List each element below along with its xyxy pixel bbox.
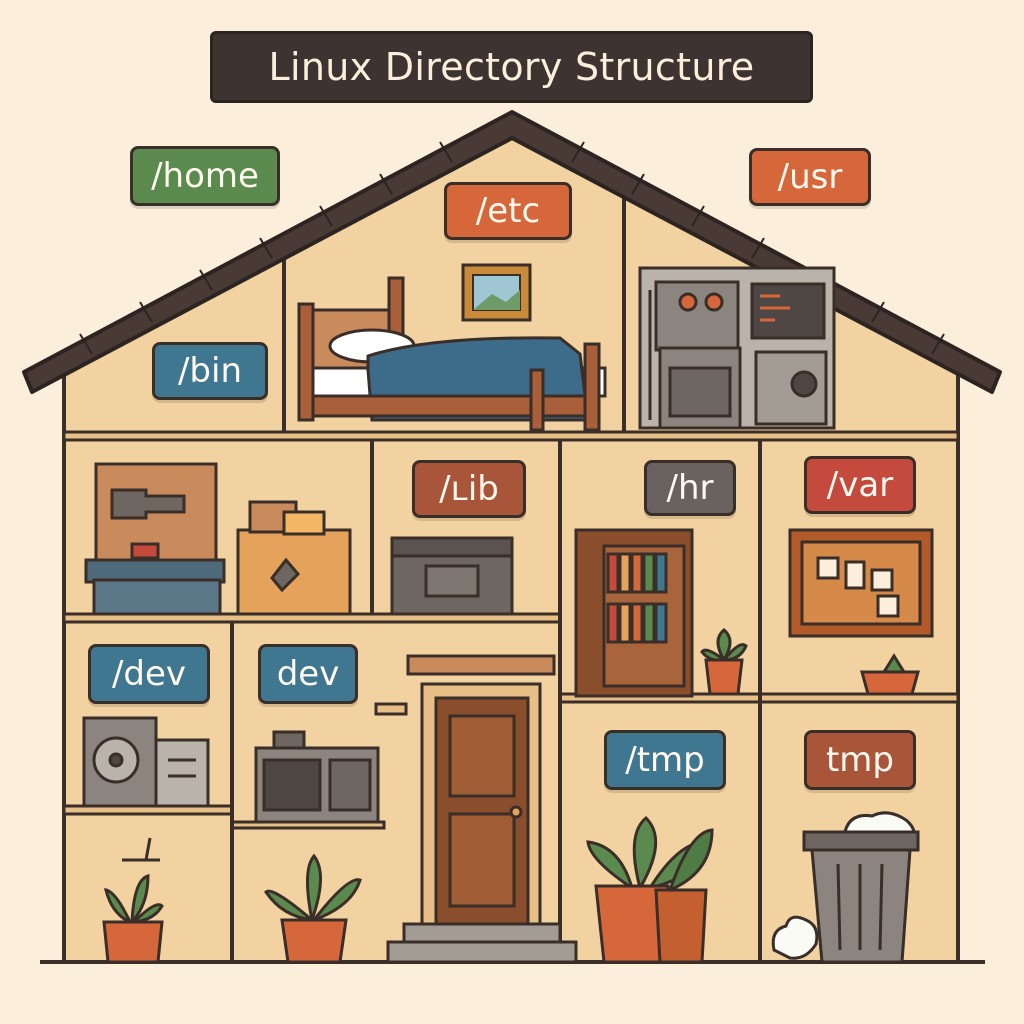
wall-marks [122,702,408,862]
label-dev: dev [258,644,358,704]
printer-device-icon [254,730,380,824]
label-lib: /ʟib [412,460,526,518]
large-plant-icon [586,815,714,964]
hard-drive-icon [82,716,210,808]
small-plant-icon [700,628,748,696]
bookshelf-icon [574,528,694,698]
server-machine-icon [638,266,836,430]
diagram-title: Linux Directory Structure [210,31,813,103]
label-var: /var [804,456,916,514]
label-dev-slash: /dev [88,644,210,704]
potted-plant-icon [264,853,362,964]
bowl-icon [860,653,920,696]
trash-can-icon [771,811,920,964]
label-etc: /etc [444,182,572,240]
label-tmp-slash: /tmp [604,730,726,790]
picture-frame-icon [461,263,532,322]
front-door-icon [386,654,578,964]
label-usr: /usr [749,148,871,206]
bed-icon [297,276,607,432]
label-tmp: tmp [804,730,916,790]
label-home: /home [130,146,280,206]
label-bin: /bin [152,342,268,400]
potted-plant-icon [102,874,164,964]
storage-chest-icon [390,536,514,616]
toolbox-icon [84,462,226,616]
label-hr: /hr [644,460,736,516]
bulletin-board-icon [788,528,934,638]
folder-box-icon [236,500,352,616]
